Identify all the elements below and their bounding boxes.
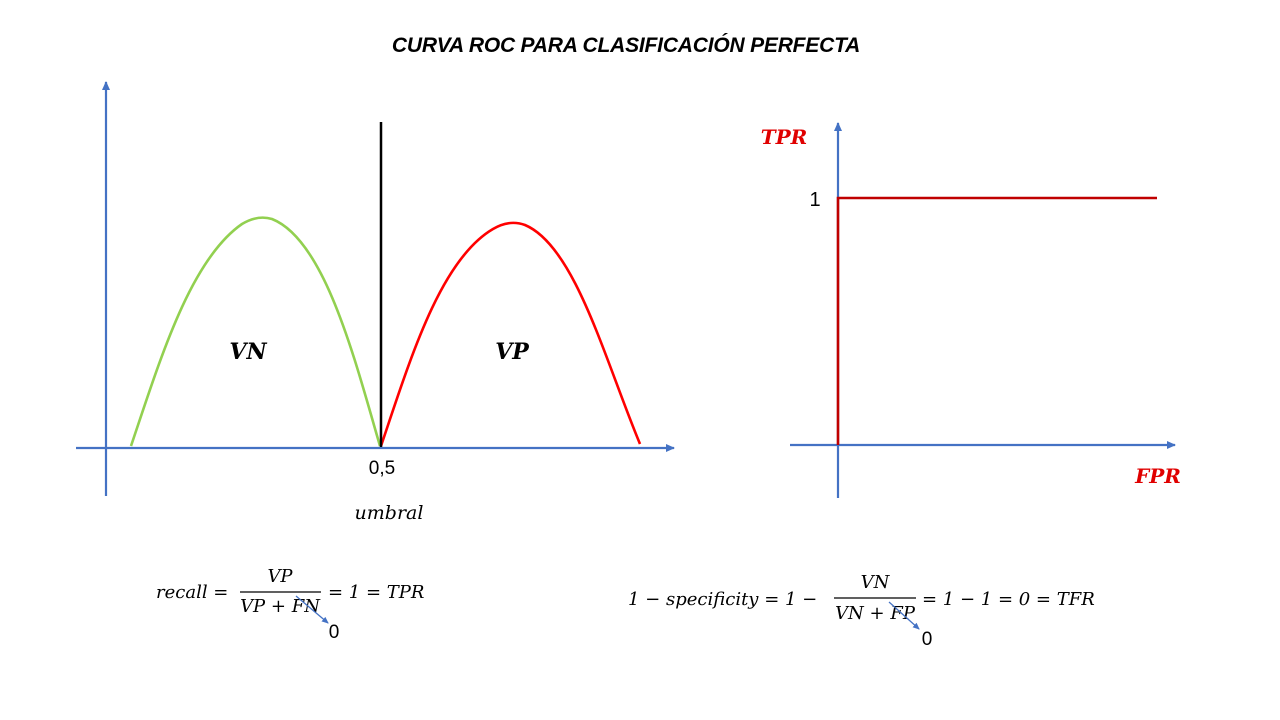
specificity-rhs: = 1 − 1 = 0 = TFR xyxy=(922,589,1095,610)
recall-zero-annotation: 0 xyxy=(329,622,340,643)
tpr-axis-label: TPR xyxy=(761,125,808,149)
negative-class-curve xyxy=(129,216,382,447)
y-tick-one-label: 1 xyxy=(809,189,820,211)
threshold-tick-label: 0,5 xyxy=(369,458,395,479)
recall-lhs: recall = xyxy=(156,582,228,603)
specificity-annotation-arrow xyxy=(888,601,920,630)
recall-rhs: = 1 = TPR xyxy=(328,582,424,603)
specificity-lhs: 1 − specificity = 1 − xyxy=(628,589,817,610)
roc-curve-diagram: TPR FPR 1 xyxy=(761,122,1181,498)
fpr-axis-label: FPR xyxy=(1134,464,1181,488)
specificity-denominator: VN + FP xyxy=(835,603,916,624)
specificity-formula: 1 − specificity = 1 − VN VN + FP = 1 − 1… xyxy=(628,572,1095,650)
positive-class-curve xyxy=(379,221,642,447)
region-vp-label: VP xyxy=(495,339,530,365)
region-vn-label: VN xyxy=(229,339,267,365)
recall-formula: recall = VP VP + FN = 1 = TPR 0 xyxy=(156,566,424,643)
distribution-diagram: VN VP 0,5 umbral xyxy=(76,81,675,524)
umbral-axis-label: umbral xyxy=(355,502,424,524)
recall-denominator: VP + FN xyxy=(240,596,321,617)
roc-curve-line xyxy=(836,196,1157,445)
recall-annotation-arrow xyxy=(295,595,329,624)
recall-numerator: VP xyxy=(267,566,293,587)
specificity-numerator: VN xyxy=(861,572,891,593)
specificity-zero-annotation: 0 xyxy=(922,629,933,650)
diagram-title: CURVA ROC PARA CLASIFICACIÓN PERFECTA xyxy=(391,34,861,57)
